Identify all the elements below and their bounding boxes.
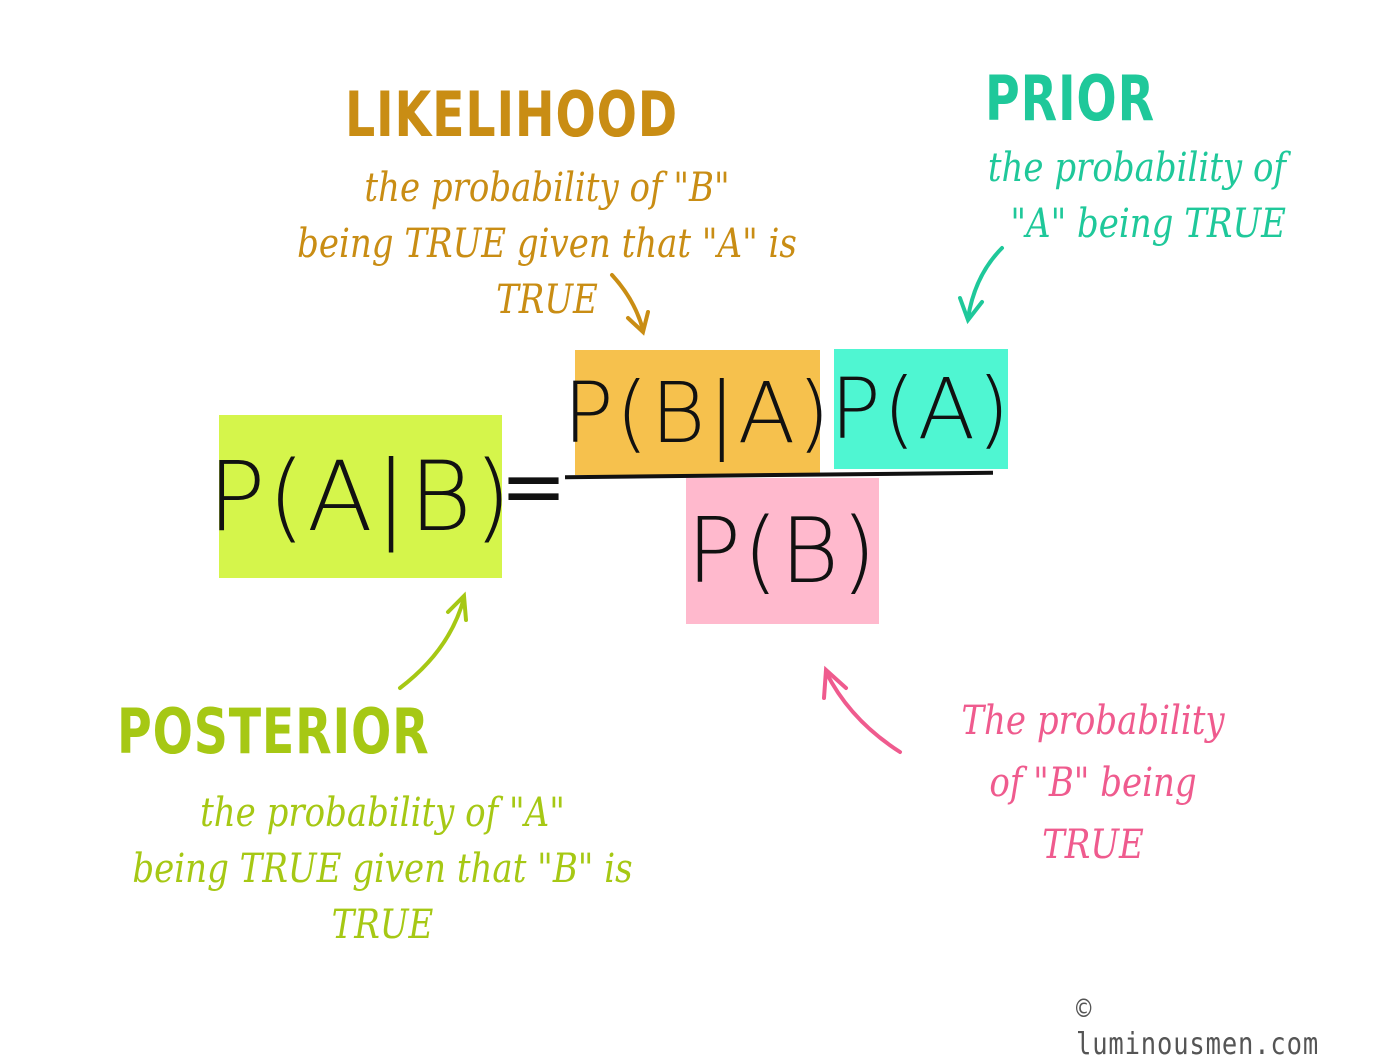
credit-text: © luminousmen.com [1076, 992, 1320, 1062]
posterior-line2: being TRUE given that "B" is TRUE [132, 846, 633, 948]
evidence-line3: TRUE [1042, 822, 1144, 868]
likelihood-line1: the probability of "B" [364, 165, 730, 211]
posterior-description: the probability of "A" being TRUE given … [85, 785, 680, 953]
prior-title: PRIOR [985, 62, 1155, 135]
posterior-arrow [398, 591, 468, 690]
likelihood-arrow [610, 273, 650, 336]
likelihood-box: P(B|A) [563, 350, 830, 475]
equals-sign: = [500, 440, 568, 533]
prior-formula: P(A) [830, 360, 1012, 458]
posterior-box: P(A|B) [208, 415, 511, 578]
evidence-arrow [822, 665, 902, 754]
prior-line2: "A" being TRUE [1010, 201, 1286, 247]
likelihood-description: the probability of "B" being TRUE given … [275, 160, 819, 328]
posterior-line1: the probability of "A" [200, 790, 565, 836]
likelihood-formula: P(B|A) [563, 363, 832, 462]
evidence-line2: of "B" being [989, 760, 1197, 806]
prior-box: P(A) [830, 349, 1010, 469]
likelihood-line2: being TRUE given that "A" is TRUE [297, 221, 797, 323]
posterior-title: POSTERIOR [117, 695, 430, 768]
evidence-box: P(B) [686, 478, 879, 624]
evidence-description: The probability of "B" being TRUE [940, 690, 1246, 876]
likelihood-title: LIKELIHOOD [345, 78, 678, 151]
prior-arrow [958, 246, 1004, 325]
evidence-formula: P(B) [686, 498, 879, 604]
prior-line1: the probability of [987, 145, 1286, 191]
evidence-line1: The probability [961, 698, 1225, 744]
posterior-formula: P(A|B) [207, 440, 514, 553]
prior-description: the probability of "A" being TRUE [980, 140, 1286, 252]
